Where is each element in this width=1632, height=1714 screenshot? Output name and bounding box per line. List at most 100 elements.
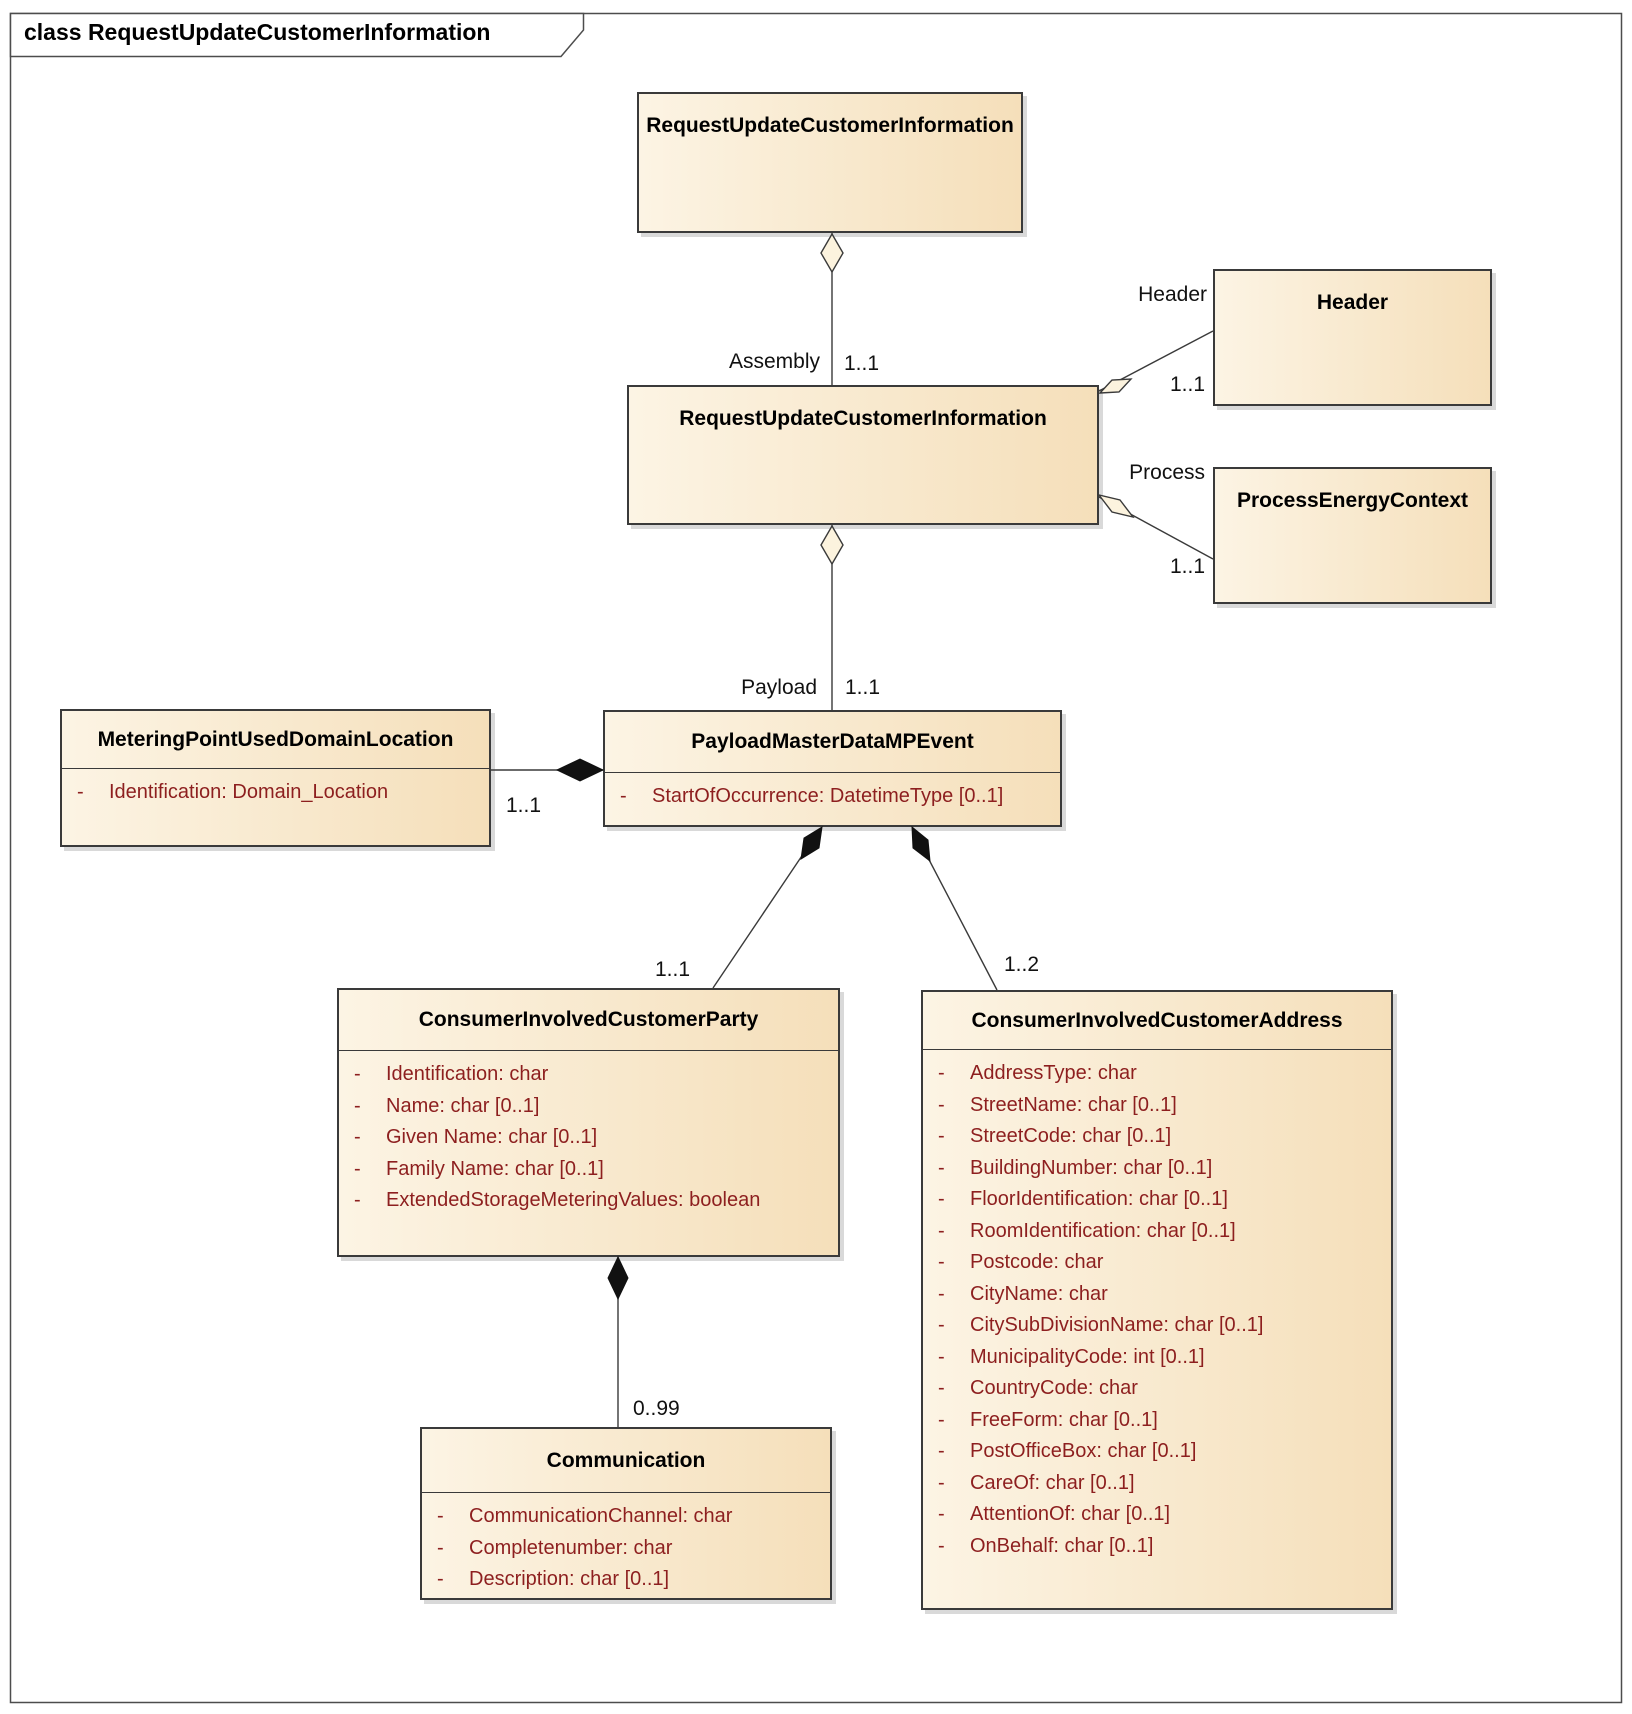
class-title: PayloadMasterDataMPEvent bbox=[691, 730, 974, 753]
attribute-row: - Family Name: char [0..1] bbox=[339, 1154, 838, 1186]
visibility-private-marker: - bbox=[354, 1094, 361, 1117]
attribute-row: -OnBehalf: char [0..1] bbox=[923, 1531, 1391, 1563]
attribute-text: FloorIdentification: char [0..1] bbox=[970, 1188, 1228, 1210]
class-title: Header bbox=[1316, 291, 1389, 314]
attribute-row: - Description: char [0..1] bbox=[422, 1564, 830, 1596]
attribute-text: StreetCode: char [0..1] bbox=[970, 1125, 1172, 1147]
visibility-private-marker: - bbox=[938, 1188, 945, 1210]
attribute-row: - CommunicationChannel: char bbox=[422, 1501, 830, 1533]
frame-border bbox=[9, 12, 1623, 1704]
visibility-private-marker: - bbox=[437, 1568, 444, 1590]
attribute-text: Identification: Domain_Location bbox=[109, 781, 389, 803]
visibility-private-marker: - bbox=[938, 1314, 945, 1336]
attribute-row: - Name: char [0..1] bbox=[339, 1091, 838, 1123]
attribute-text: AddressType: char bbox=[970, 1062, 1137, 1084]
attribute-text: StartOfOccurrence: DatetimeType [0..1] bbox=[652, 785, 1004, 807]
class-attributes: - Identification: Domain_Location bbox=[62, 768, 489, 809]
visibility-private-marker: - bbox=[77, 781, 84, 803]
visibility-private-marker: - bbox=[938, 1219, 945, 1242]
attribute-text: OnBehalf: char [0..1] bbox=[970, 1534, 1154, 1557]
attribute-row: - CountryCode: char bbox=[923, 1373, 1391, 1405]
attribute-row: - ExtendedStorageMeteringValues: boolean bbox=[339, 1185, 838, 1217]
class-title: RequestUpdateCustomerInformation bbox=[646, 114, 1014, 137]
attribute-row: - Identification: Domain_Location bbox=[62, 777, 489, 809]
visibility-private-marker: - bbox=[437, 1536, 444, 1559]
class-title: RequestUpdateCustomerInformation bbox=[679, 407, 1047, 430]
attribute-text: CityName: char bbox=[970, 1282, 1108, 1305]
visibility-private-marker: - bbox=[938, 1282, 945, 1305]
attribute-text: RoomIdentification: char [0..1] bbox=[970, 1219, 1236, 1242]
attribute-text: Given Name: char [0..1] bbox=[386, 1126, 598, 1148]
visibility-private-marker: - bbox=[938, 1125, 945, 1147]
attribute-text: Family Name: char [0..1] bbox=[386, 1157, 604, 1180]
attribute-text: BuildingNumber: char [0..1] bbox=[970, 1156, 1213, 1179]
class-box-payload-master-data-mp-event[interactable]: PayloadMasterDataMPEvent - StartOfOccurren… bbox=[603, 710, 1062, 827]
class-box-metering-point-used-domain-location[interactable]: MeteringPointUsedDomainLocation - Identifi… bbox=[60, 709, 491, 847]
class-title: ConsumerInvolvedCustomerAddress bbox=[971, 1008, 1343, 1032]
attribute-text: StreetName: char [0..1] bbox=[970, 1093, 1177, 1116]
class-attributes: - StartOfOccurrence: DatetimeType [0..1] bbox=[605, 772, 1060, 813]
visibility-private-marker: - bbox=[938, 1093, 945, 1116]
visibility-private-marker: - bbox=[938, 1377, 945, 1399]
visibility-private-marker: - bbox=[938, 1156, 945, 1179]
attribute-row: - StreetCode: char [0..1] bbox=[923, 1121, 1391, 1153]
visibility-private-marker: - bbox=[938, 1503, 945, 1525]
class-title: Communication bbox=[546, 1448, 706, 1472]
visibility-private-marker: - bbox=[938, 1471, 945, 1494]
attribute-row: - Identification: char bbox=[339, 1059, 838, 1091]
attribute-text: CountryCode: char bbox=[970, 1377, 1138, 1399]
class-box-consumer-involved-customer-address[interactable]: ConsumerInvolvedCustomerAddress - AddressT… bbox=[921, 990, 1393, 1610]
attribute-text: PostOfficeBox: char [0..1] bbox=[970, 1440, 1197, 1462]
attribute-row: - Postcode: char bbox=[923, 1247, 1391, 1279]
attribute-row: - RoomIdentification: char [0..1] bbox=[923, 1216, 1391, 1248]
class-box-process-energy-context[interactable]: ProcessEnergyContext bbox=[1213, 467, 1492, 604]
attribute-text: Postcode: char bbox=[970, 1251, 1104, 1273]
class-box-header[interactable]: Header bbox=[1213, 269, 1492, 406]
class-box-request-update-customer-information-root[interactable]: RequestUpdateCustomerInformation bbox=[637, 92, 1023, 233]
class-attributes: - CommunicationChannel: char - Completenumb… bbox=[422, 1492, 830, 1596]
attribute-text: ExtendedStorageMeteringValues: boolean bbox=[386, 1189, 761, 1211]
attribute-row: -FreeForm: char [0..1] bbox=[923, 1405, 1391, 1437]
visibility-private-marker: - bbox=[620, 785, 627, 807]
attribute-row: - AddressType: char bbox=[923, 1058, 1391, 1090]
attribute-row: -MunicipalityCode: int [0..1] bbox=[923, 1342, 1391, 1374]
visibility-private-marker: - bbox=[938, 1440, 945, 1462]
visibility-private-marker: - bbox=[938, 1062, 945, 1084]
visibility-private-marker: - bbox=[354, 1157, 361, 1180]
attribute-text: Description: char [0..1] bbox=[469, 1568, 670, 1590]
visibility-private-marker: - bbox=[938, 1408, 945, 1431]
attribute-row: - CityName: char bbox=[923, 1279, 1391, 1311]
attribute-text: CommunicationChannel: char bbox=[469, 1505, 733, 1527]
attribute-row: - FloorIdentification: char [0..1] bbox=[923, 1184, 1391, 1216]
attribute-row: - PostOfficeBox: char [0..1] bbox=[923, 1436, 1391, 1468]
visibility-private-marker: - bbox=[354, 1063, 361, 1085]
class-attributes: - AddressType: char - StreetName: char [0..… bbox=[923, 1049, 1391, 1562]
class-attributes: -Identification: char-Name: char [0..1]-… bbox=[339, 1050, 838, 1217]
class-title: ProcessEnergyContext bbox=[1236, 489, 1469, 512]
visibility-private-marker: - bbox=[354, 1189, 361, 1211]
class-box-communication[interactable]: Communication - CommunicationChannel: char… bbox=[420, 1427, 832, 1600]
attribute-row: - CitySubDivisionName: char [0..1] bbox=[923, 1310, 1391, 1342]
class-box-consumer-involved-customer-party[interactable]: ConsumerInvolvedCustomerParty-Identifica… bbox=[337, 988, 840, 1257]
visibility-private-marker: - bbox=[938, 1251, 945, 1273]
attribute-text: AttentionOf: char [0..1] bbox=[970, 1503, 1171, 1525]
attribute-row: - StartOfOccurrence: DatetimeType [0..1] bbox=[605, 781, 1060, 813]
attribute-row: - CareOf: char [0..1] bbox=[923, 1468, 1391, 1500]
attribute-text: CitySubDivisionName: char [0..1] bbox=[970, 1314, 1264, 1336]
attribute-text: Identification: char bbox=[386, 1063, 549, 1085]
attribute-text: Name: char [0..1] bbox=[386, 1094, 540, 1117]
attribute-row: - BuildingNumber: char [0..1] bbox=[923, 1153, 1391, 1185]
class-title: MeteringPointUsedDomainLocation bbox=[97, 727, 454, 751]
attribute-row: - AttentionOf: char [0..1] bbox=[923, 1499, 1391, 1531]
attribute-text: Completenumber: char bbox=[469, 1536, 673, 1559]
attribute-row: - StreetName: char [0..1] bbox=[923, 1090, 1391, 1122]
visibility-private-marker: - bbox=[354, 1126, 361, 1148]
visibility-private-marker: - bbox=[437, 1505, 444, 1527]
class-box-request-update-customer-information-assembly[interactable]: RequestUpdateCustomerInformation bbox=[627, 385, 1099, 525]
attribute-text: CareOf: char [0..1] bbox=[970, 1471, 1135, 1494]
attribute-row: - Completenumber: char bbox=[422, 1533, 830, 1565]
attribute-text: MunicipalityCode: int [0..1] bbox=[970, 1345, 1205, 1368]
frame-title-tab bbox=[9, 12, 585, 58]
